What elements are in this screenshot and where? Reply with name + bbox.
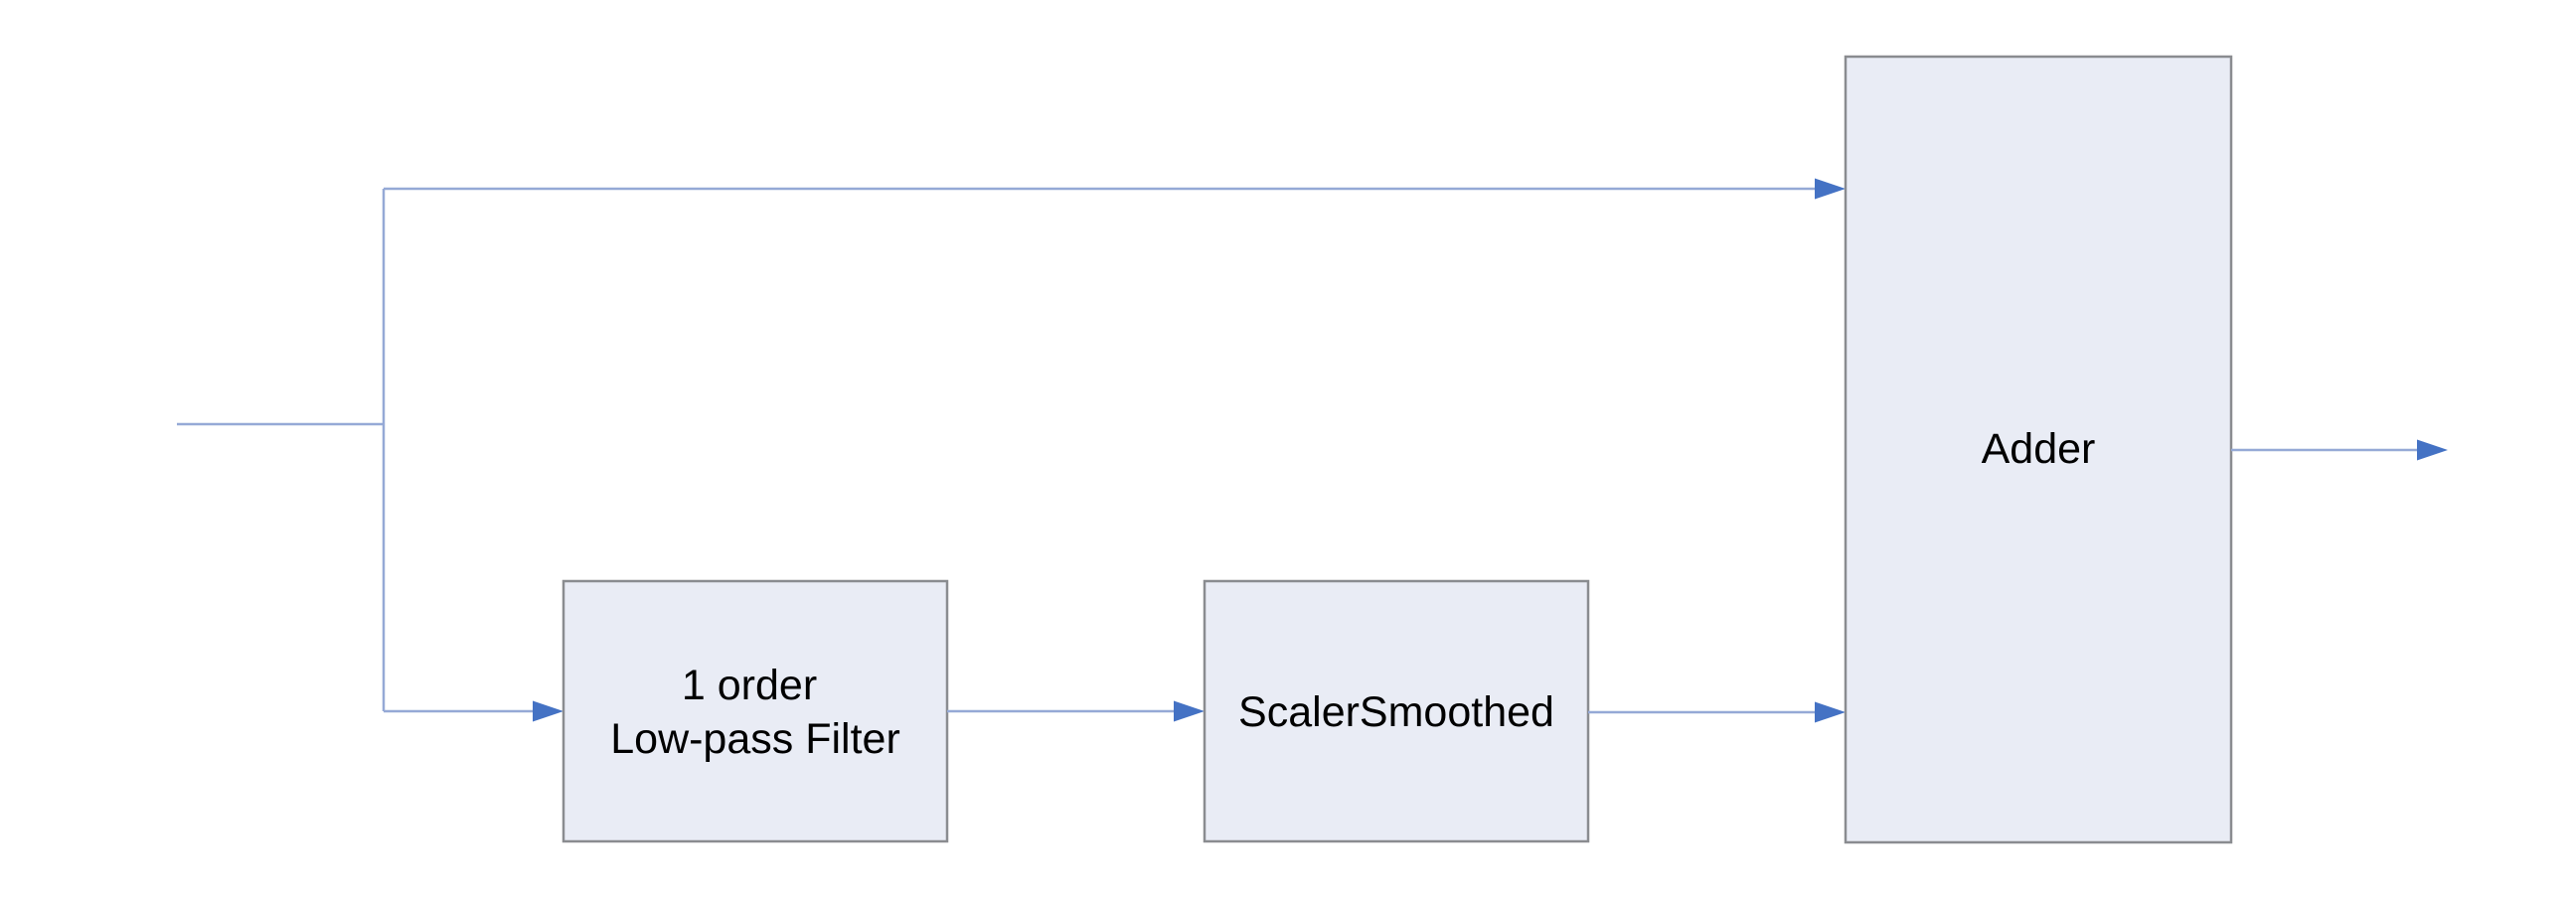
node-adder	[1844, 55, 2233, 844]
node-lowpass-filter	[562, 579, 949, 843]
label-line: 1 order	[682, 662, 817, 709]
arrowhead-output	[2417, 439, 2448, 461]
node-adder-label: Adder	[1982, 425, 2096, 473]
arrowhead-adder-top-input	[1815, 178, 1846, 200]
node-lowpass-filter-label: 1 order Low-pass Filter	[610, 662, 900, 763]
arrowhead-scaler-input	[1174, 700, 1205, 722]
label-line: Low-pass Filter	[610, 715, 900, 763]
label-line: ScalerSmoothed	[1238, 688, 1554, 736]
arrowhead-adder-bottom-input	[1815, 701, 1846, 723]
node-scaler-smoothed-label: ScalerSmoothed	[1238, 688, 1554, 736]
label-line: Adder	[1982, 425, 2096, 473]
node-scaler-smoothed	[1203, 579, 1590, 843]
arrowhead-lowpass-input	[533, 700, 564, 722]
